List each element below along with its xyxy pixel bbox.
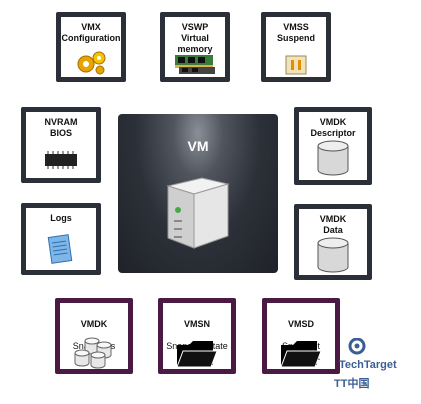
vmsd-title: VMSD (287, 319, 314, 329)
server-icon (166, 177, 230, 249)
vmdk-descriptor-label: VMDK Descriptor (310, 117, 356, 138)
vmdk-snapshots-title: VMDK (80, 319, 108, 329)
vmdk-descriptor-box: VMDK Descriptor (294, 107, 372, 185)
logs-box: Logs (21, 203, 101, 275)
vmdk-data-box: VMDK Data (294, 204, 372, 280)
vmx-box: VMX Configuration (56, 12, 126, 82)
disk-cylinder-icon (317, 140, 349, 176)
disk-stack-icon (74, 337, 112, 369)
vmss-box: VMSS Suspend (261, 12, 331, 82)
vswp-box: VSWP Virtual memory (160, 12, 230, 82)
disk-cylinder-icon (317, 237, 349, 273)
vmdk-data-label: VMDK Data (319, 214, 347, 235)
notepad-icon (47, 234, 73, 264)
nvram-box: NVRAM BIOS (21, 107, 101, 183)
vmsn-box: VMSN Snapshot State (158, 298, 236, 374)
memory-module-icon (175, 55, 215, 74)
vm-panel: VM (118, 114, 278, 273)
folder-icon (280, 341, 322, 368)
watermark-brand: TechTarget (339, 359, 397, 371)
chip-icon (45, 151, 77, 169)
techtarget-logo-icon (348, 338, 366, 355)
vmsd-box: VMSD Snapshot Metadata (262, 298, 340, 374)
folder-icon (176, 341, 218, 368)
vmx-label: VMX Configuration (61, 22, 121, 43)
vmsn-title: VMSN (183, 319, 210, 329)
pause-icon (285, 55, 307, 75)
vmdk-snapshots-box: VMDK Snapshots (55, 298, 133, 374)
nvram-label: NVRAM BIOS (44, 117, 78, 138)
gears-icon (77, 51, 106, 75)
vmss-label: VMSS Suspend (276, 22, 315, 43)
logs-label: Logs (50, 213, 72, 223)
vm-title: VM (187, 138, 209, 154)
watermark-sub: TT中国 (334, 378, 370, 390)
vswp-label: VSWP Virtual memory (177, 22, 213, 54)
